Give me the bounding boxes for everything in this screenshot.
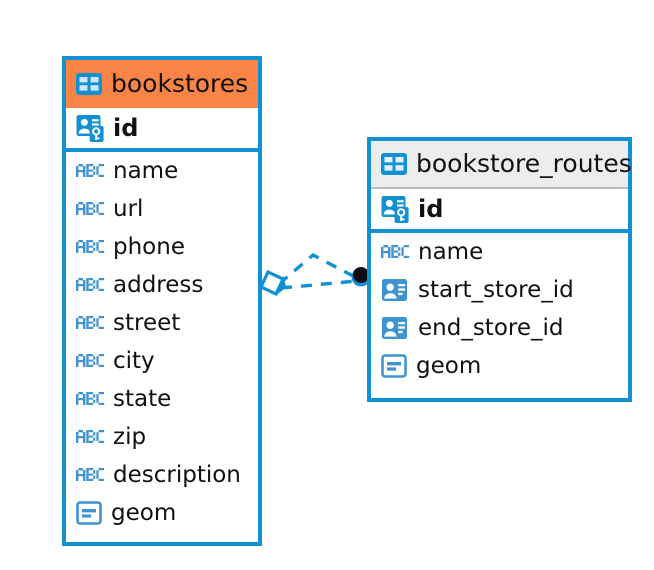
field-row-id[interactable]: id [66,108,258,152]
entity-field-list-bookstore-routes: id [371,189,628,385]
abc-text-icon [76,277,104,293]
field-name: id [113,114,139,142]
field-row-start-store-id[interactable]: start_store_id [371,271,628,309]
field-row-end-store-id[interactable]: end_store_id [371,309,628,347]
field-name: phone [113,233,185,260]
entity-title: bookstore_routes [416,149,632,178]
field-name: street [113,309,181,336]
field-name: city [113,347,155,374]
entity-header-bookstores[interactable]: bookstores [66,60,258,108]
field-row-url[interactable]: url [66,190,258,228]
field-name: geom [416,352,482,379]
abc-text-icon [76,163,104,179]
field-row-name[interactable]: name [66,152,258,190]
entity-bookstore-routes[interactable]: bookstore_routes [367,137,632,402]
field-name: start_store_id [418,276,574,303]
relationship-branch-lower [280,279,358,290]
field-name: state [113,385,172,412]
entity-bookstores[interactable]: bookstores [62,56,262,546]
field-name: end_store_id [418,314,564,341]
abc-text-icon [76,315,104,331]
diamond-marker [258,269,287,297]
entity-field-list-bookstores: id [66,108,258,532]
abc-text-icon [76,353,104,369]
relationship-connector[interactable] [255,243,385,311]
field-row-zip[interactable]: zip [66,418,258,456]
field-name: name [418,238,484,265]
geometry-icon [381,354,407,378]
field-row-id[interactable]: id [371,189,628,233]
relationship-branch-upper [277,252,356,286]
geometry-icon [76,501,102,525]
field-row-phone[interactable]: phone [66,228,258,266]
abc-text-icon [76,201,104,217]
field-row-description[interactable]: description [66,456,258,494]
field-row-name[interactable]: name [371,233,628,271]
primary-key-icon [381,195,409,223]
abc-text-icon [76,429,104,445]
field-row-geom[interactable]: geom [66,494,258,532]
foreign-key-icon [381,276,409,304]
field-name: url [113,195,144,222]
primary-key-icon [76,114,104,142]
abc-text-icon [76,239,104,255]
field-row-address[interactable]: address [66,266,258,304]
abc-text-icon [76,391,104,407]
table-icon [381,152,407,175]
field-row-geom[interactable]: geom [371,347,628,385]
abc-text-icon [76,467,104,483]
field-row-street[interactable]: street [66,304,258,342]
field-name: geom [111,499,177,526]
table-icon [76,72,102,95]
entity-header-bookstore-routes[interactable]: bookstore_routes [371,141,632,189]
field-name: description [113,461,241,488]
field-row-city[interactable]: city [66,342,258,380]
foreign-key-icon [381,314,409,342]
abc-text-icon [381,244,409,260]
field-name: name [113,157,179,184]
field-name: id [418,195,444,223]
field-name: zip [113,423,147,450]
field-row-state[interactable]: state [66,380,258,418]
field-name: address [113,271,204,298]
entity-title: bookstores [111,69,249,98]
